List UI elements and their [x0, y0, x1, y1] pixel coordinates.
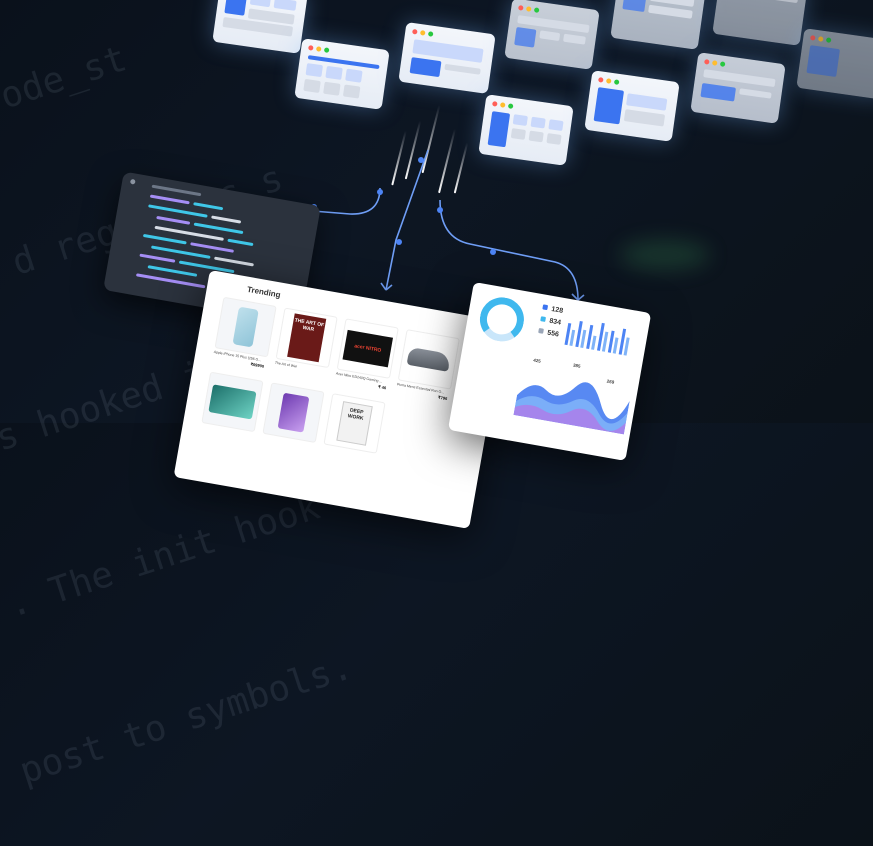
- stat-value: 556: [546, 329, 560, 339]
- connector-node: [437, 207, 443, 213]
- chart-bar: [591, 335, 597, 350]
- code-line: [149, 194, 190, 205]
- chart-bar: [612, 337, 619, 354]
- product-image: [214, 296, 277, 358]
- chart-bar: [580, 329, 587, 348]
- product-card[interactable]: DEEP WORK: [323, 393, 386, 454]
- product-card[interactable]: [262, 382, 325, 443]
- stat-value: 834: [548, 317, 562, 327]
- stat-item: 556: [538, 327, 560, 339]
- code-line: [193, 202, 224, 211]
- code-line: [193, 222, 244, 235]
- code-line: [227, 238, 254, 247]
- connector-node: [396, 239, 402, 245]
- connector-node: [490, 249, 496, 255]
- donut-chart: [476, 293, 528, 345]
- product-image: THE ART OF WAR: [275, 307, 338, 369]
- code-line: [211, 215, 242, 224]
- code-line: [190, 242, 235, 253]
- stat-item: 128: [542, 304, 564, 315]
- product-image: acer NITRO: [336, 318, 399, 379]
- product-image: [201, 371, 264, 433]
- code-line: [156, 215, 191, 225]
- product-card[interactable]: THE ART OF WAR The Art of War: [275, 307, 338, 374]
- connector-node: [377, 189, 383, 195]
- code-line: [151, 184, 202, 197]
- product-card[interactable]: Apple iPhone 15 Plus (256 G... ₹69900: [212, 296, 277, 369]
- stat-value: 128: [550, 305, 564, 315]
- trending-title: Trending: [246, 284, 282, 300]
- chart-bar: [569, 329, 576, 347]
- stat-item: 834: [540, 316, 562, 327]
- product-card[interactable]: Puma Mens Essential Run O... ₹796: [396, 329, 460, 401]
- chart-bar: [623, 337, 630, 356]
- book-cover-deep-work: DEEP WORK: [336, 401, 373, 446]
- product-image: DEEP WORK: [323, 393, 386, 454]
- green-glow: [620, 240, 710, 270]
- editor-dot: [129, 178, 136, 185]
- analytics-dashboard-card: 128 834 556 425 385 269: [447, 282, 652, 461]
- code-line: [214, 256, 254, 267]
- connector-node: [418, 157, 424, 163]
- product-image: [397, 329, 460, 390]
- code-line: [142, 233, 187, 245]
- code-line: [139, 253, 176, 263]
- monitor-image: acer NITRO: [342, 329, 394, 368]
- book-cover-the-art-of-war: THE ART OF WAR: [287, 313, 327, 363]
- code-line: [147, 265, 198, 277]
- product-card[interactable]: acer NITRO Acer Nitro ED240Q Gaming ... …: [335, 318, 399, 390]
- product-image: [262, 382, 325, 443]
